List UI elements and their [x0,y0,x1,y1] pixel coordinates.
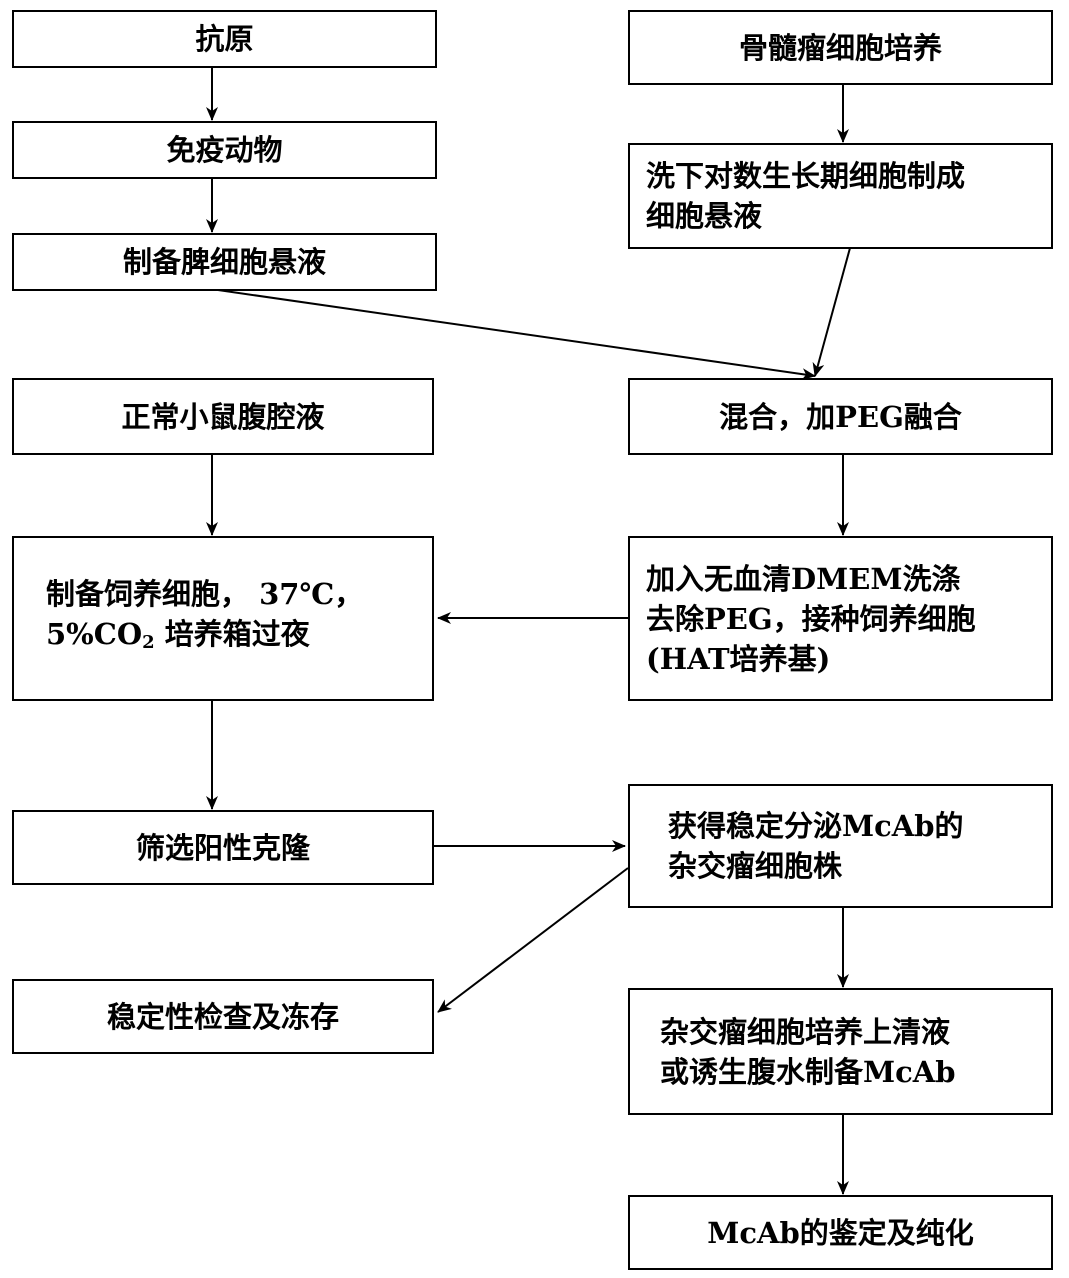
label-feeder-line2: 5%CO2 培养箱过夜 [46,617,310,653]
label-culture-line2: 或诱生腹水制备McAb [660,1054,956,1089]
box-hybridoma-culture: 杂交瘤细胞培养上清液 或诱生腹水制备McAb [628,988,1053,1115]
label-screen-positive-clones: 筛选阳性克隆 [135,830,310,865]
label-stable-line2: 杂交瘤细胞株 [668,849,843,883]
label-wash-line1: 洗下对数生长期细胞制成 [646,159,966,193]
box-mix-peg-fusion: 混合，加PEG融合 [628,378,1053,455]
arrow-spleen-mix [217,289,816,381]
label-mix-peg-fusion: 混合，加PEG融合 [719,399,962,434]
box-antigen: 抗原 [12,10,437,68]
box-immunize-animal: 免疫动物 [12,121,437,179]
box-wash-cells: 洗下对数生长期细胞制成 细胞悬液 [628,143,1053,249]
label-spleen-suspension: 制备脾细胞悬液 [122,245,326,279]
label-immunize-animal: 免疫动物 [166,133,283,167]
box-spleen-suspension: 制备脾细胞悬液 [12,233,437,291]
label-mcab-purification: McAb的鉴定及纯化 [707,1215,974,1250]
label-dmem-line3: (HAT培养基) [646,641,831,676]
box-mouse-ascites: 正常小鼠腹腔液 [12,378,434,455]
box-mcab-purification: McAb的鉴定及纯化 [628,1195,1053,1270]
box-screen-positive-clones: 筛选阳性克隆 [12,810,434,885]
label-mouse-ascites: 正常小鼠腹腔液 [121,399,325,434]
label-dmem-line2: 去除PEG，接种饲养细胞 [646,601,976,636]
label-antigen: 抗原 [195,22,254,56]
box-dmem-wash: 加入无血清DMEM洗涤 去除PEG，接种饲养细胞 (HAT培养基) [628,536,1053,701]
arrow-wash-mix [812,247,851,377]
box-stability-check: 稳定性检查及冻存 [12,979,434,1054]
box-myeloma-culture: 骨髓瘤细胞培养 [628,10,1053,85]
label-stability-check: 稳定性检查及冻存 [106,999,339,1034]
label-myeloma-culture: 骨髓瘤细胞培养 [738,30,942,65]
label-stable-line1: 获得稳定分泌McAb的 [668,809,964,843]
box-feeder-cells: 制备饲养细胞， 37℃， 5%CO2 培养箱过夜 [12,536,434,701]
label-culture-line1: 杂交瘤细胞培养上清液 [660,1014,951,1049]
box-stable-hybridoma: 获得稳定分泌McAb的 杂交瘤细胞株 [628,784,1053,908]
arrow-stable-check [437,867,629,1013]
label-dmem-line1: 加入无血清DMEM洗涤 [646,561,961,596]
label-wash-line2: 细胞悬液 [646,199,763,233]
label-feeder-line1: 制备饲养细胞， 37℃， [46,577,364,611]
